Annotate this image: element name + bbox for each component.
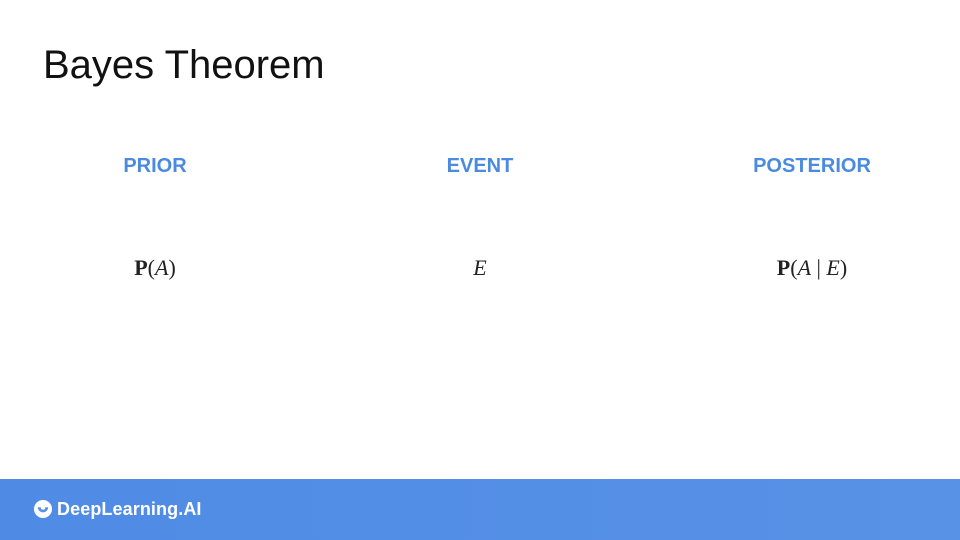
posterior-formula: P(A | E) — [692, 253, 932, 283]
brand-logo: DeepLearning.AI — [33, 497, 202, 521]
slide-title: Bayes Theorem — [43, 43, 325, 87]
event-formula: E — [360, 253, 600, 283]
footer-bar: DeepLearning.AI — [0, 479, 960, 540]
event-formula-variable: E — [473, 255, 487, 280]
posterior-formula-probability: P — [776, 255, 791, 280]
prior-formula-open-paren: ( — [147, 255, 155, 280]
prior-formula-close-paren: ) — [168, 255, 176, 280]
posterior-heading: POSTERIOR — [753, 155, 871, 177]
brand-name: DeepLearning.AI — [57, 498, 202, 519]
event-heading: EVENT — [446, 155, 514, 177]
prior-formula: P(A) — [35, 253, 275, 283]
posterior-formula-given-bar: | — [811, 255, 827, 280]
prior-formula-probability: P — [134, 255, 148, 280]
posterior-formula-open-paren: ( — [790, 255, 798, 280]
prior-formula-variable: A — [155, 255, 169, 280]
posterior-formula-variable-e: E — [826, 255, 840, 280]
posterior-formula-variable-a: A — [797, 255, 812, 280]
posterior-formula-close-paren: ) — [839, 255, 848, 280]
deeplearning-ai-logo-icon — [33, 499, 53, 519]
prior-heading: PRIOR — [123, 155, 187, 177]
